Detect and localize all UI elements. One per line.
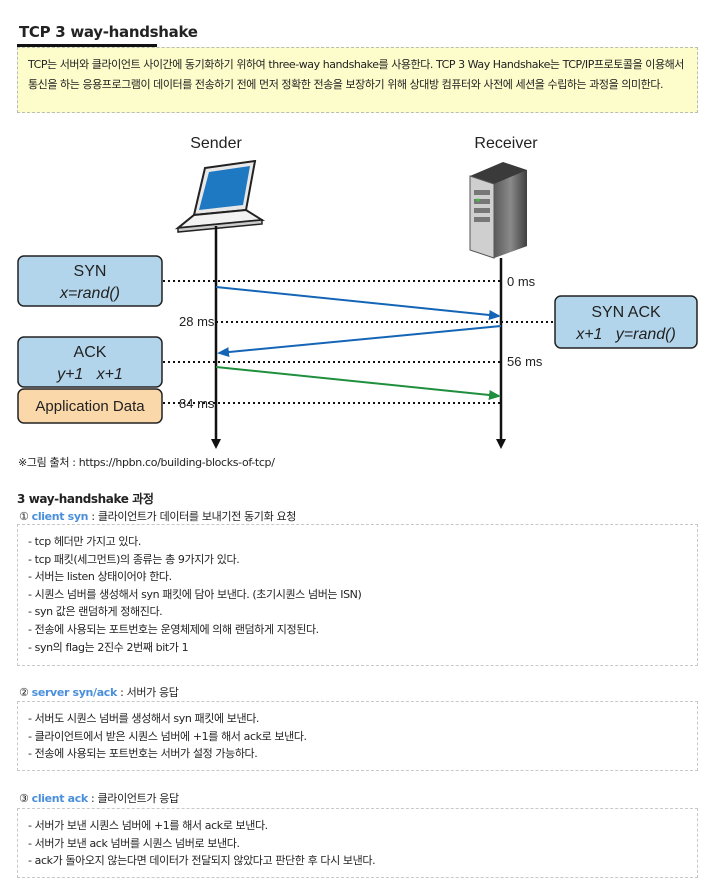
intro-note: TCP는 서버와 클라이언트 사이간에 동기화하기 위하여 three-way … <box>17 47 698 113</box>
list-item: - syn의 flag는 2진수 2번째 bit가 1 <box>28 640 189 654</box>
syn-arrow <box>215 286 501 320</box>
list-item: - syn 값은 랜덤하게 정해진다. <box>28 605 163 619</box>
step-1-box: - tcp 헤더만 가지고 있다. - tcp 패킷(세그먼트)의 종류는 총 … <box>17 524 698 666</box>
syn-box-value: x=rand() <box>59 285 120 302</box>
step-3-description: : 클라이언트가 응답 <box>87 792 179 805</box>
step-2-heading: ② server syn/ack : 서버가 응답 <box>19 684 179 700</box>
syn-box-title: SYN <box>74 263 107 280</box>
step-2-description: : 서버가 응답 <box>116 686 179 699</box>
page-title: TCP 3 way-handshake <box>19 23 198 41</box>
time-28ms: 28 ms <box>179 314 215 329</box>
handshake-diagram: Sender Receiver SYN x=rand() ACK y+1 x+1 <box>17 135 698 449</box>
list-item: - 서버도 시퀀스 넘버를 생성해서 syn 패킷에 보낸다. <box>28 712 260 725</box>
application-data-label: Application Data <box>35 398 145 415</box>
receiver-label: Receiver <box>474 135 538 152</box>
list-item: - 전송에 사용되는 포트번호는 운영체제에 의해 랜덤하게 지정된다. <box>28 622 319 636</box>
list-item: - 서버가 보낸 시퀀스 넘버에 +1를 해서 ack로 보낸다. <box>28 819 268 832</box>
sender-label: Sender <box>190 135 242 152</box>
application-data-box: Application Data <box>17 388 163 424</box>
laptop-icon <box>174 159 266 233</box>
figure-source-caption: ※그림 출처 : https://hpbn.co/building-blocks… <box>18 456 275 469</box>
list-item: - 서버가 보낸 ack 넘버를 시퀀스 넘버로 보낸다. <box>28 836 240 850</box>
syn-box: SYN x=rand() <box>17 255 163 307</box>
list-item: - 클라이언트에서 받은 시퀀스 넘버에 +1를 해서 ack로 보낸다. <box>28 729 307 743</box>
synack-arrow <box>217 325 502 358</box>
step-3-number: ③ <box>19 792 29 805</box>
step-1-heading: ① client syn : 클라이언트가 데이터를 보내기전 동기화 요청 <box>19 508 296 524</box>
time-0ms: 0 ms <box>507 274 536 289</box>
list-item: - 서버는 listen 상태이어야 한다. <box>28 570 172 584</box>
step-2-keyword: server syn/ack <box>31 686 118 699</box>
step-3-keyword: client ack <box>31 792 89 805</box>
time-56ms: 56 ms <box>507 354 543 369</box>
list-item: - ack가 돌아오지 않는다면 데이터가 전달되지 않았다고 판단한 후 다시… <box>28 854 376 868</box>
step-2-number: ② <box>19 686 29 699</box>
step-2-box: - 서버도 시퀀스 넘버를 생성해서 syn 패킷에 보낸다. - 클라이언트에… <box>17 701 698 771</box>
step-3-heading: ③ client ack : 클라이언트가 응답 <box>19 790 179 806</box>
list-item: - tcp 헤더만 가지고 있다. <box>28 535 141 548</box>
ack-box-title: ACK <box>74 344 107 361</box>
step-1-number: ① <box>19 510 29 523</box>
list-item: - tcp 패킷(세그먼트)의 종류는 총 9가지가 있다. <box>28 552 240 566</box>
process-title: 3 way-handshake 과정 <box>17 492 154 506</box>
ack-arrow <box>215 366 501 400</box>
synack-box-value: x+1 y=rand() <box>575 326 676 343</box>
step-1-keyword: client syn <box>31 510 89 523</box>
synack-box-title: SYN ACK <box>591 304 661 321</box>
ack-box: ACK y+1 x+1 <box>17 336 163 388</box>
title-underline <box>17 44 157 47</box>
step-3-box: - 서버가 보낸 시퀀스 넘버에 +1를 해서 ack로 보낸다. - 서버가 … <box>17 808 698 878</box>
server-icon <box>469 162 527 259</box>
list-item: - 시퀀스 넘버를 생성해서 syn 패킷에 담아 보낸다. (초기시퀀스 넘버… <box>28 587 362 601</box>
time-84ms: 84 ms <box>179 396 215 411</box>
ack-box-value: y+1 x+1 <box>56 366 123 383</box>
list-item: - 전송에 사용되는 포트번호는 서버가 설정 가능하다. <box>28 747 258 761</box>
step-1-description: : 클라이언트가 데이터를 보내기전 동기화 요청 <box>88 510 297 523</box>
synack-box: SYN ACK x+1 y=rand() <box>554 295 698 349</box>
